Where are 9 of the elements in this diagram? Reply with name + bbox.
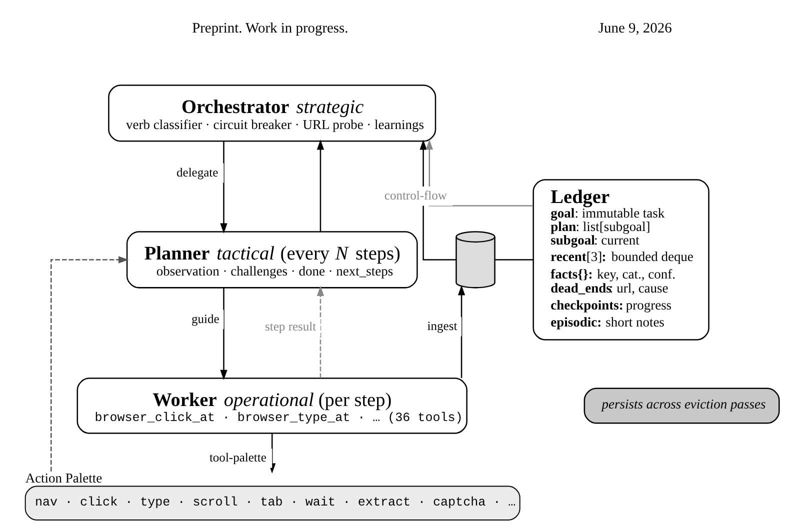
edge-label: ingest [427,318,458,333]
edge-label: step result [265,319,316,334]
edge-label: guide [191,312,220,326]
label: June 9, 2026 [598,20,672,37]
label: Preprint. Work in progress. [192,20,348,37]
node-label: Action Palette [25,470,102,486]
edge-label: tool-palette [209,450,266,465]
edge-label: delegate [176,165,218,180]
edge-label: control-flow [384,188,447,202]
